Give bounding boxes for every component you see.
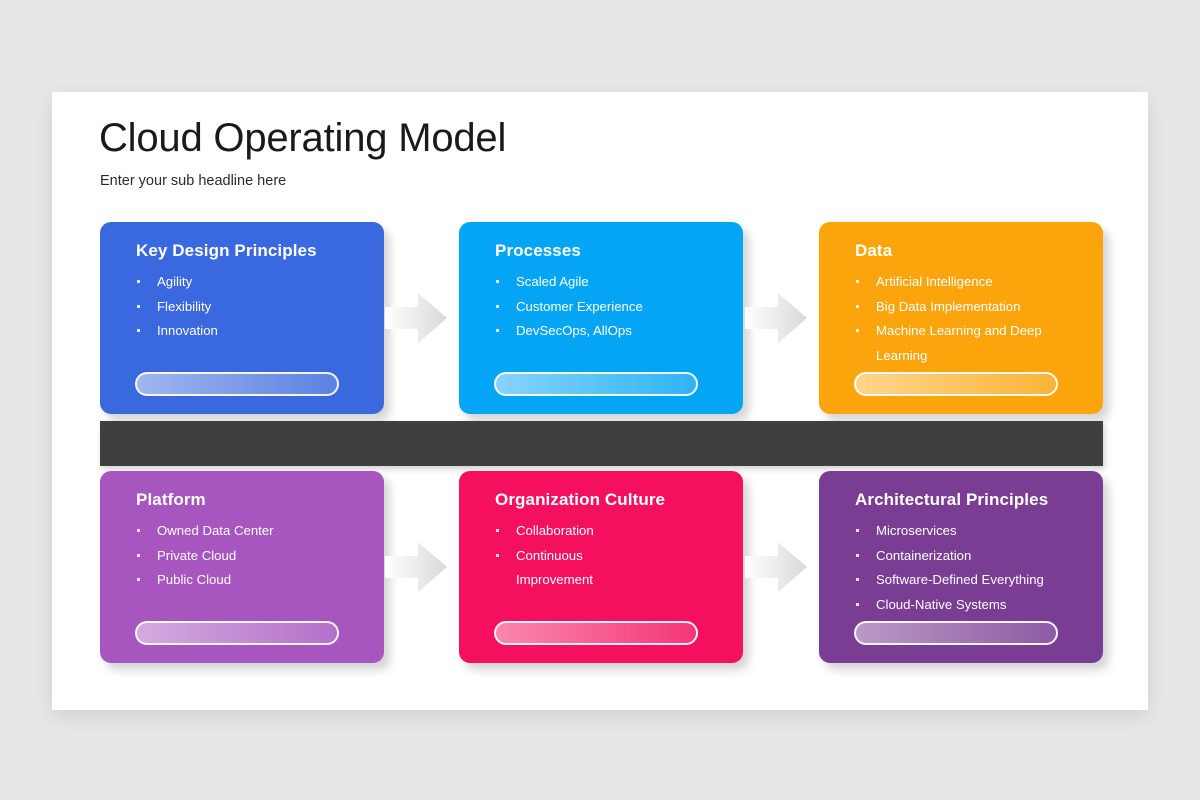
list-item: Scaled Agile bbox=[495, 270, 727, 295]
card-title: Organization Culture bbox=[495, 490, 666, 509]
page-title: Cloud Operating Model bbox=[99, 116, 507, 160]
list-item: Private Cloud bbox=[136, 544, 368, 569]
card-title: Processes bbox=[495, 241, 581, 260]
list-item: Flexibility bbox=[136, 295, 368, 320]
card-progress-pill bbox=[135, 372, 339, 396]
arrow-right-icon bbox=[385, 289, 447, 347]
list-item: Innovation bbox=[136, 319, 368, 344]
arrow-right-icon bbox=[385, 538, 447, 596]
slide-canvas: Cloud Operating Model Enter your sub hea… bbox=[52, 92, 1148, 710]
card-progress-pill bbox=[494, 372, 698, 396]
list-item: Microservices bbox=[855, 519, 1087, 544]
card-bullet-list: Collaboration Continuous Improvement bbox=[495, 519, 727, 593]
card-bullet-list: Owned Data Center Private Cloud Public C… bbox=[136, 519, 368, 593]
list-item: Agility bbox=[136, 270, 368, 295]
card-title: Data bbox=[855, 241, 893, 260]
card-progress-pill bbox=[854, 621, 1058, 645]
card-progress-pill bbox=[494, 621, 698, 645]
card-architectural-principles[interactable]: Architectural Principles Microservices C… bbox=[819, 471, 1103, 663]
list-item: DevSecOps, AllOps bbox=[495, 319, 727, 344]
list-item: Software-Defined Everything bbox=[855, 568, 1087, 593]
card-bullet-list: Microservices Containerization Software-… bbox=[855, 519, 1087, 617]
list-item: Public Cloud bbox=[136, 568, 368, 593]
list-item: Customer Experience bbox=[495, 295, 727, 320]
list-item: Containerization bbox=[855, 544, 1087, 569]
arrow-right-icon bbox=[745, 289, 807, 347]
card-progress-pill bbox=[135, 621, 339, 645]
card-bullet-list: Agility Flexibility Innovation bbox=[136, 270, 368, 344]
list-item: Artificial Intelligence bbox=[855, 270, 1087, 295]
arrow-right-icon bbox=[745, 538, 807, 596]
card-data[interactable]: Data Artificial Intelligence Big Data Im… bbox=[819, 222, 1103, 414]
card-title: Key Design Principles bbox=[136, 241, 317, 260]
card-processes[interactable]: Processes Scaled Agile Customer Experien… bbox=[459, 222, 743, 414]
card-title: Architectural Principles bbox=[855, 490, 1049, 509]
list-item: Machine Learning and Deep Learning bbox=[855, 319, 1087, 368]
card-title: Platform bbox=[136, 490, 206, 509]
card-bullet-list: Scaled Agile Customer Experience DevSecO… bbox=[495, 270, 727, 344]
list-item: Cloud-Native Systems bbox=[855, 593, 1087, 618]
card-progress-pill bbox=[854, 372, 1058, 396]
list-item: Continuous Improvement bbox=[495, 544, 636, 593]
card-platform[interactable]: Platform Owned Data Center Private Cloud… bbox=[100, 471, 384, 663]
list-item: Big Data Implementation bbox=[855, 295, 1087, 320]
card-bullet-list: Artificial Intelligence Big Data Impleme… bbox=[855, 270, 1087, 368]
card-key-design-principles[interactable]: Key Design Principles Agility Flexibilit… bbox=[100, 222, 384, 414]
list-item: Owned Data Center bbox=[136, 519, 368, 544]
card-organization-culture[interactable]: Organization Culture Collaboration Conti… bbox=[459, 471, 743, 663]
page-subtitle: Enter your sub headline here bbox=[100, 173, 287, 189]
list-item: Collaboration bbox=[495, 519, 727, 544]
divider-bar bbox=[100, 421, 1103, 466]
